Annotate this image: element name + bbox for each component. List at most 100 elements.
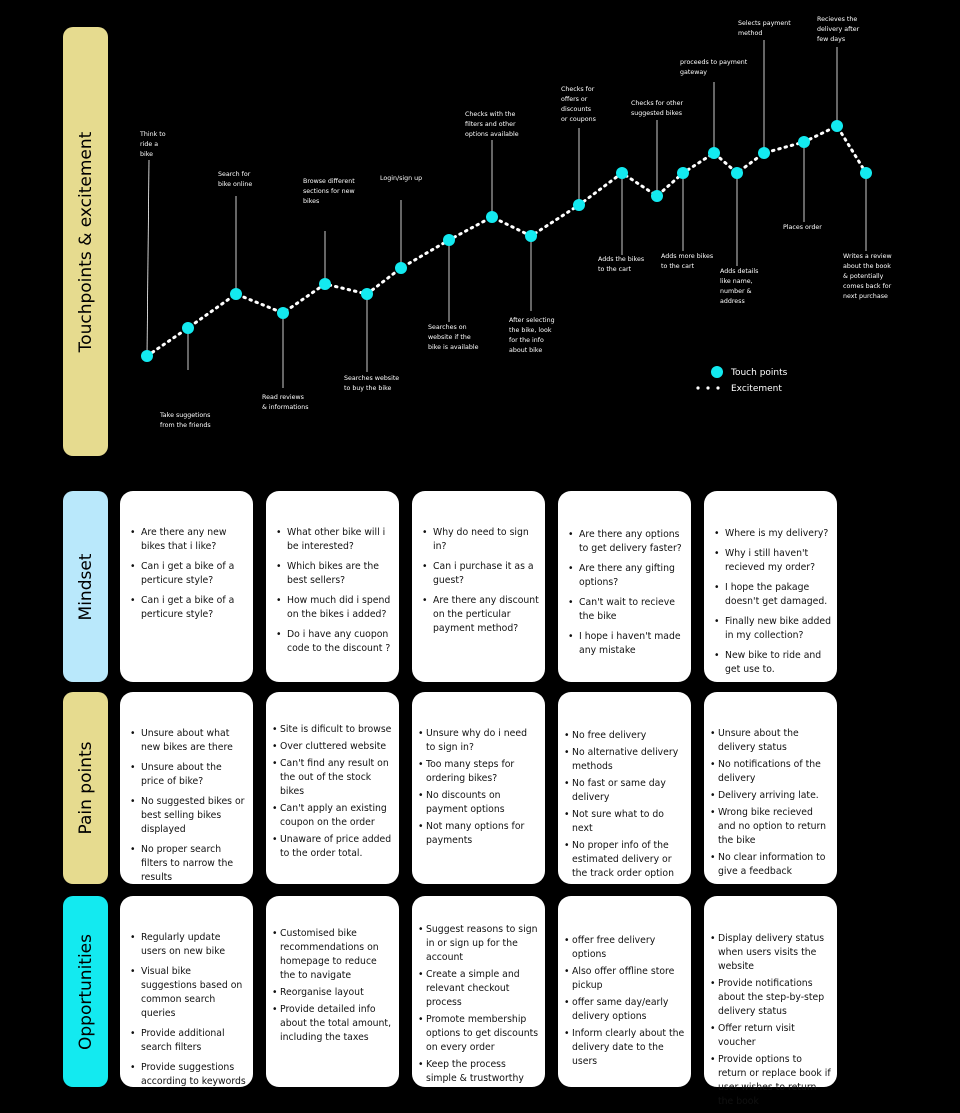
pain-card-item: Unsure why do i need to sign in? (418, 727, 539, 755)
touch-point-leader (146, 159, 150, 357)
touch-point-label-line: Checks with the (465, 111, 515, 118)
touch-point-label-line: or coupons (561, 116, 596, 123)
opportunity-card-item: Customised bike recommendations on homep… (272, 927, 393, 983)
opportunity-card-list: Regularly update users on new bikeVisual… (126, 931, 247, 1089)
touch-point-marker (758, 147, 770, 159)
opportunity-card: Suggest reasons to sign in or sign up fo… (412, 896, 545, 1087)
mindset-card-item: Where is my delivery? (710, 527, 831, 541)
touch-point-label: Read reviews& informations (262, 394, 309, 411)
pain-card-item: Site is dificult to browse (272, 723, 393, 737)
opportunity-card-item: Suggest reasons to sign in or sign up fo… (418, 923, 539, 965)
touch-point-label-line: Selects payment (738, 20, 791, 27)
mindset-card-item: I hope the pakage doesn't get damaged. (710, 581, 831, 609)
opportunity-card-item: Visual bike suggestions based on common … (126, 965, 247, 1021)
mindset-card-item: Why do need to sign in? (418, 526, 539, 554)
touch-point-marker (573, 199, 585, 211)
touch-point-label-line: Places order (783, 224, 822, 231)
mindset-card-item: Are there any discount on the perticular… (418, 594, 539, 636)
pain-card: No free deliveryNo alternative delivery … (558, 692, 691, 884)
touch-point-label-line: Adds details (720, 268, 758, 275)
legend-touch-marker (711, 366, 723, 378)
pain-card-list: Site is dificult to browseOver cluttered… (272, 723, 393, 861)
mindset-card-item: Can't wait to recieve the bike (564, 596, 685, 624)
touch-point-label-line: number & (720, 288, 752, 295)
touch-point-markers (141, 120, 872, 362)
pain-card-item: Unsure about the delivery status (710, 727, 831, 755)
mindset-card-item: Are there any options to get delivery fa… (564, 528, 685, 556)
touch-point-label: Places order (783, 224, 822, 231)
mindset-card-item: How much did i spend on the bikes i adde… (272, 594, 393, 622)
touch-point-label-line: Login/sign up (380, 175, 422, 182)
touch-point-marker (525, 230, 537, 242)
touch-point-label-line: offers or (561, 96, 588, 103)
row-label-pain-points-text: Pain points (75, 741, 96, 835)
touch-point-label-line: After selecting (509, 317, 555, 324)
touch-point-label-line: to the cart (598, 266, 632, 273)
touch-point-label-line: to the cart (661, 263, 695, 270)
pain-card-item: Not sure what to do next (564, 808, 685, 836)
mindset-card-item: Can i get a bike of a perticure style? (126, 594, 247, 622)
touch-point-label-line: next purchase (843, 293, 888, 300)
opportunity-card-list: Suggest reasons to sign in or sign up fo… (418, 923, 539, 1086)
touch-point-label-line: & potentially (843, 273, 884, 280)
pain-card-item: No discounts on payment options (418, 789, 539, 817)
touch-point-label-line: Browse different (303, 178, 355, 185)
opportunity-card: Regularly update users on new bikeVisual… (120, 896, 253, 1087)
touch-point-label-line: Think to (139, 131, 166, 138)
leader-lines (146, 40, 867, 388)
excitement-line (145, 124, 868, 358)
legend-excite-dot (716, 386, 720, 390)
mindset-card: Are there any options to get delivery fa… (558, 491, 691, 682)
touch-point-marker (731, 167, 743, 179)
pain-card-list: Unsure about what new bikes are thereUns… (126, 727, 247, 885)
pain-card-item: Can't apply an existing coupon on the or… (272, 802, 393, 830)
opportunity-card-item: Promote membership options to get discou… (418, 1013, 539, 1055)
touch-point-label-line: Checks for (561, 86, 595, 93)
mindset-card-list: Are there any options to get delivery fa… (564, 528, 685, 658)
opportunity-card-item: Provide suggestions according to keyword… (126, 1061, 247, 1089)
opportunity-card-item: Create a simple and relevant checkout pr… (418, 968, 539, 1010)
mindset-card-item: What other bike will i be interested? (272, 526, 393, 554)
mindset-card: Where is my delivery?Why i still haven't… (704, 491, 837, 682)
opportunity-card-item: offer same day/early delivery options (564, 996, 685, 1024)
touch-point-label-line: Searches website (344, 375, 399, 382)
touch-point-marker (182, 322, 194, 334)
opportunity-card-item: Keep the process simple & trustworthy (418, 1058, 539, 1086)
touch-point-label-line: delivery after (817, 26, 860, 33)
touch-point-marker (361, 288, 373, 300)
pain-card-item: No suggested bikes or best selling bikes… (126, 795, 247, 837)
touch-point-label-line: gateway (680, 69, 707, 76)
pain-card-item: Too many steps for ordering bikes? (418, 758, 539, 786)
touch-point-label-line: bikes (303, 198, 319, 205)
pain-card-item: Over cluttered website (272, 740, 393, 754)
opportunity-card-item: Also offer offline store pickup (564, 965, 685, 993)
touch-point-marker (616, 167, 628, 179)
pain-card-item: Not many options for payments (418, 820, 539, 848)
touch-point-marker (677, 167, 689, 179)
opportunity-card: Customised bike recommendations on homep… (266, 896, 399, 1087)
touch-point-label-line: Adds more bikes (661, 253, 713, 260)
pain-card-item: Unsure about what new bikes are there (126, 727, 247, 755)
pain-card-list: Unsure why do i need to sign in? Too many… (418, 727, 539, 848)
mindset-card: Why do need to sign in? Can i purchase it… (412, 491, 545, 682)
touch-point-label-line: suggested bikes (631, 110, 682, 117)
touch-point-marker (443, 234, 455, 246)
mindset-card-item: Can i purchase it as a guest? (418, 560, 539, 588)
touch-point-label-line: Search for (218, 171, 251, 178)
touch-point-label-line: Writes a review (843, 253, 892, 260)
pain-card-item: No notifications of the delivery (710, 758, 831, 786)
opportunity-card-item: Provide notifications about the step-by-… (710, 977, 831, 1019)
opportunity-card-item: Inform clearly about the delivery date t… (564, 1027, 685, 1069)
touch-point-label-line: about bike (509, 347, 542, 354)
touch-point-label-line: Take suggetions (159, 412, 210, 419)
mindset-card-item: Which bikes are the best sellers? (272, 560, 393, 588)
touch-point-label-line: proceeds to payment (680, 59, 748, 66)
opportunity-card-item: Provide detailed info about the total am… (272, 1003, 393, 1045)
